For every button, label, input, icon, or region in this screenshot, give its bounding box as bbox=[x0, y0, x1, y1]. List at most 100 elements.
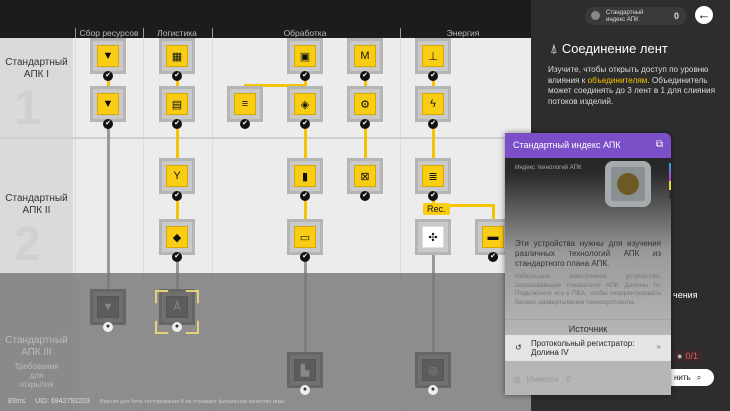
chevrons-right-icon: » bbox=[656, 342, 661, 351]
row-label-apk2: Стандартный АПК II bbox=[5, 193, 68, 216]
unlock-requirements[interactable]: Требования для открытия bbox=[14, 362, 59, 389]
tech-node[interactable]: ⊥✔ bbox=[415, 38, 451, 81]
tech-node-belt-merger[interactable]: ✣ bbox=[415, 219, 451, 255]
computer-icon: ▭ bbox=[294, 226, 316, 248]
check-icon: ✔ bbox=[360, 191, 370, 201]
row-number: 2 bbox=[14, 218, 41, 271]
search-icon: ⌕ bbox=[696, 373, 702, 382]
check-icon: ✔ bbox=[172, 71, 182, 81]
tech-node[interactable]: ▮✔ bbox=[287, 158, 323, 201]
tech-node[interactable]: ⊠✔ bbox=[347, 158, 383, 201]
source-link[interactable]: ↺Протокольный регистратор: Долина IV» bbox=[505, 335, 671, 361]
tech-node-locked-selected[interactable]: Å● bbox=[159, 289, 195, 332]
inspect-icon[interactable]: ⧉ bbox=[655, 139, 663, 150]
tech-title: ⍋Соединение лент bbox=[550, 41, 668, 56]
lock-icon: ● bbox=[300, 385, 310, 395]
splitter-icon: Y bbox=[166, 165, 188, 187]
tech-node[interactable]: Y✔ bbox=[159, 158, 195, 201]
check-icon: ✔ bbox=[428, 71, 438, 81]
check-icon: ✔ bbox=[103, 119, 113, 129]
drill-icon: ▼ bbox=[97, 93, 119, 115]
machine-icon: M bbox=[354, 45, 376, 67]
category-logistics: Логистика bbox=[157, 28, 197, 38]
drill-icon: ▼ bbox=[97, 296, 119, 318]
lock-icon: ● bbox=[172, 322, 182, 332]
refiner-icon: ◈ bbox=[294, 93, 316, 115]
check-icon: ✔ bbox=[360, 119, 370, 129]
tech-node[interactable]: ◈✔ bbox=[287, 86, 323, 129]
merger-icon: ✣ bbox=[422, 226, 444, 248]
divider bbox=[143, 38, 144, 411]
tech-node[interactable]: ▭✔ bbox=[287, 219, 323, 262]
divider bbox=[400, 38, 401, 411]
footer: 83ms UID: 6942792203 Версия для бета-тес… bbox=[8, 398, 293, 405]
tech-node-locked[interactable]: ◎● bbox=[415, 352, 451, 395]
tech-node[interactable]: ◆✔ bbox=[159, 219, 195, 262]
tech-node[interactable]: ▦✔ bbox=[159, 38, 195, 81]
check-icon: ✔ bbox=[300, 252, 310, 262]
scrollbar[interactable] bbox=[669, 163, 671, 199]
cost: ●0/1 bbox=[673, 350, 702, 362]
processing-icon: ▣ bbox=[294, 45, 316, 67]
belt-icon: Å bbox=[166, 296, 188, 318]
tech-node[interactable]: ≣✔ bbox=[415, 158, 451, 201]
row-divider bbox=[0, 137, 531, 139]
bag-icon: ▥ bbox=[513, 375, 521, 384]
stack-icon: ≡ bbox=[234, 93, 256, 115]
cycle-icon: ◎ bbox=[422, 359, 444, 381]
index-icon: ● bbox=[677, 351, 683, 361]
tech-node[interactable]: ▤✔ bbox=[159, 86, 195, 129]
check-icon: ✔ bbox=[103, 71, 113, 81]
tech-node[interactable]: ▣✔ bbox=[287, 38, 323, 81]
check-icon: ✔ bbox=[488, 252, 498, 262]
check-icon: ✔ bbox=[428, 191, 438, 201]
check-icon: ✔ bbox=[172, 119, 182, 129]
tech-node[interactable]: ▼✔ bbox=[90, 38, 126, 81]
row-number: 1 bbox=[14, 82, 41, 135]
resource-icon: ▼ bbox=[97, 45, 119, 67]
case-icon: ▬ bbox=[482, 226, 504, 248]
beta-note: Версия для бета-тестирования II не отраж… bbox=[99, 399, 285, 405]
lock-icon: ● bbox=[428, 385, 438, 395]
back-button[interactable]: ← bbox=[695, 6, 713, 24]
research-button[interactable]: нить⌕ bbox=[660, 369, 714, 386]
tech-node[interactable]: ▼✔ bbox=[90, 86, 126, 129]
card-description: Эти устройства нужны для изучения различ… bbox=[515, 239, 661, 268]
check-icon: ✔ bbox=[172, 252, 182, 262]
index-icon bbox=[591, 11, 600, 20]
tech-tree: 1 2 Стандартный АПК I Стандартный АПК II… bbox=[0, 0, 531, 411]
check-icon: ✔ bbox=[300, 71, 310, 81]
uid: UID: 6942792203 bbox=[35, 398, 90, 405]
ping: 83ms bbox=[8, 398, 26, 405]
tech-node[interactable]: ⚙✔ bbox=[347, 86, 383, 129]
check-icon: ✔ bbox=[240, 119, 250, 129]
logistics-icon: ▦ bbox=[166, 45, 188, 67]
check-icon: ✔ bbox=[428, 119, 438, 129]
factory-icon: ▙ bbox=[294, 359, 316, 381]
bridge-icon: ◆ bbox=[166, 226, 188, 248]
research-label-partial: чения bbox=[673, 290, 698, 300]
lock-icon: ● bbox=[103, 322, 113, 332]
generator-icon: ≣ bbox=[422, 165, 444, 187]
grinder-icon: ⚙ bbox=[354, 93, 376, 115]
tech-node-locked[interactable]: ▼● bbox=[90, 289, 126, 332]
divider bbox=[212, 38, 213, 411]
tech-description: Изучите, чтобы открыть доступ по уровню … bbox=[548, 65, 716, 106]
tech-node[interactable]: ▬✔ bbox=[475, 219, 511, 262]
check-icon: ✔ bbox=[172, 191, 182, 201]
selection-bracket bbox=[155, 290, 199, 334]
packer-icon: ⊠ bbox=[354, 165, 376, 187]
category-header: Сбор ресурсов Логистика Обработка Энерги… bbox=[0, 0, 531, 38]
tech-node[interactable]: ≡✔ bbox=[227, 86, 263, 129]
currency-value: 0 bbox=[673, 11, 679, 21]
tech-node[interactable]: M✔ bbox=[347, 38, 383, 81]
tech-node-locked[interactable]: ▙● bbox=[287, 352, 323, 395]
row-label-apk3: Стандартный АПК III bbox=[5, 335, 68, 358]
loop-icon: ↺ bbox=[515, 343, 522, 352]
tech-node[interactable]: ϟ✔ bbox=[415, 86, 451, 129]
card-lore: Небольшое электронное устройство, записы… bbox=[515, 273, 661, 306]
category-processing: Обработка bbox=[283, 28, 327, 38]
divider bbox=[75, 38, 76, 411]
source-header: Источник bbox=[505, 319, 671, 334]
